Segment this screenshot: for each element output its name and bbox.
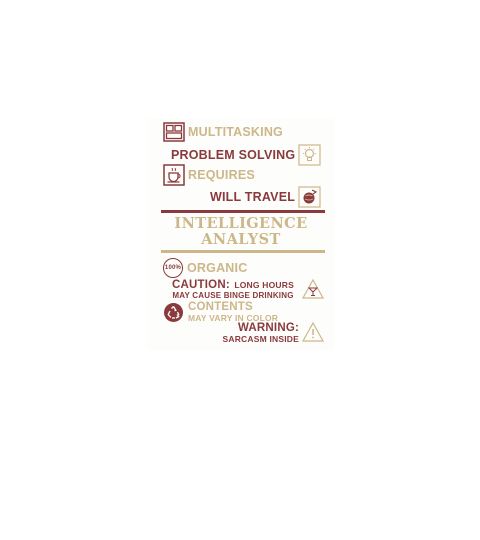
- caution-block: CAUTION: LONG HOURS MAY CAUSE BINGE DRIN…: [163, 278, 303, 301]
- requires-text: REQUIRES: [188, 168, 255, 182]
- requires-row: REQUIRES: [163, 164, 255, 186]
- organic-row: 100% ORGANIC: [163, 258, 247, 278]
- recycle-icon: [164, 303, 183, 322]
- globe-icon: [298, 186, 321, 208]
- contents-row: CONTENTS MAY VARY IN COLOR: [163, 301, 279, 323]
- warning-block: WARNING: SARCASM INSIDE: [208, 322, 299, 345]
- title-line2: ANALYST: [201, 231, 281, 248]
- caution-line2: MAY CAUSE BINGE DRINKING: [172, 291, 294, 300]
- problem-solving-row: PROBLEM SOLVING: [171, 144, 321, 166]
- contents-text: MAY VARY IN COLOR: [188, 313, 279, 323]
- will-travel-text: WILL TRAVEL: [210, 190, 296, 204]
- multitasking-row: MULTITASKING: [163, 122, 283, 142]
- organic-text: ORGANIC: [187, 261, 248, 275]
- tshirt-design: MULTITASKING PROBLEM SOLVING REQUIRES WI…: [148, 118, 334, 350]
- caution-text: LONG HOURS: [234, 280, 294, 290]
- warning-text: SARCASM INSIDE: [222, 334, 299, 344]
- caution-label: CAUTION:: [172, 279, 230, 291]
- lightbulb-icon: [298, 144, 321, 166]
- warning-label: WARNING:: [237, 322, 299, 334]
- microwave-icon: [163, 122, 185, 142]
- warning-triangle-icon: [301, 321, 325, 342]
- divider-bottom: [161, 250, 325, 253]
- will-travel-row: WILL TRAVEL: [210, 186, 321, 208]
- contents-label: CONTENTS: [188, 301, 253, 313]
- multitasking-text: MULTITASKING: [188, 125, 283, 139]
- title-line1: INTELLIGENCE: [174, 215, 308, 232]
- divider-top: [161, 210, 325, 213]
- coffee-cup-icon: [163, 164, 185, 186]
- martini-icon: [301, 278, 325, 299]
- organic-badge-icon: 100%: [163, 258, 183, 278]
- problem-solving-text: PROBLEM SOLVING: [171, 148, 296, 162]
